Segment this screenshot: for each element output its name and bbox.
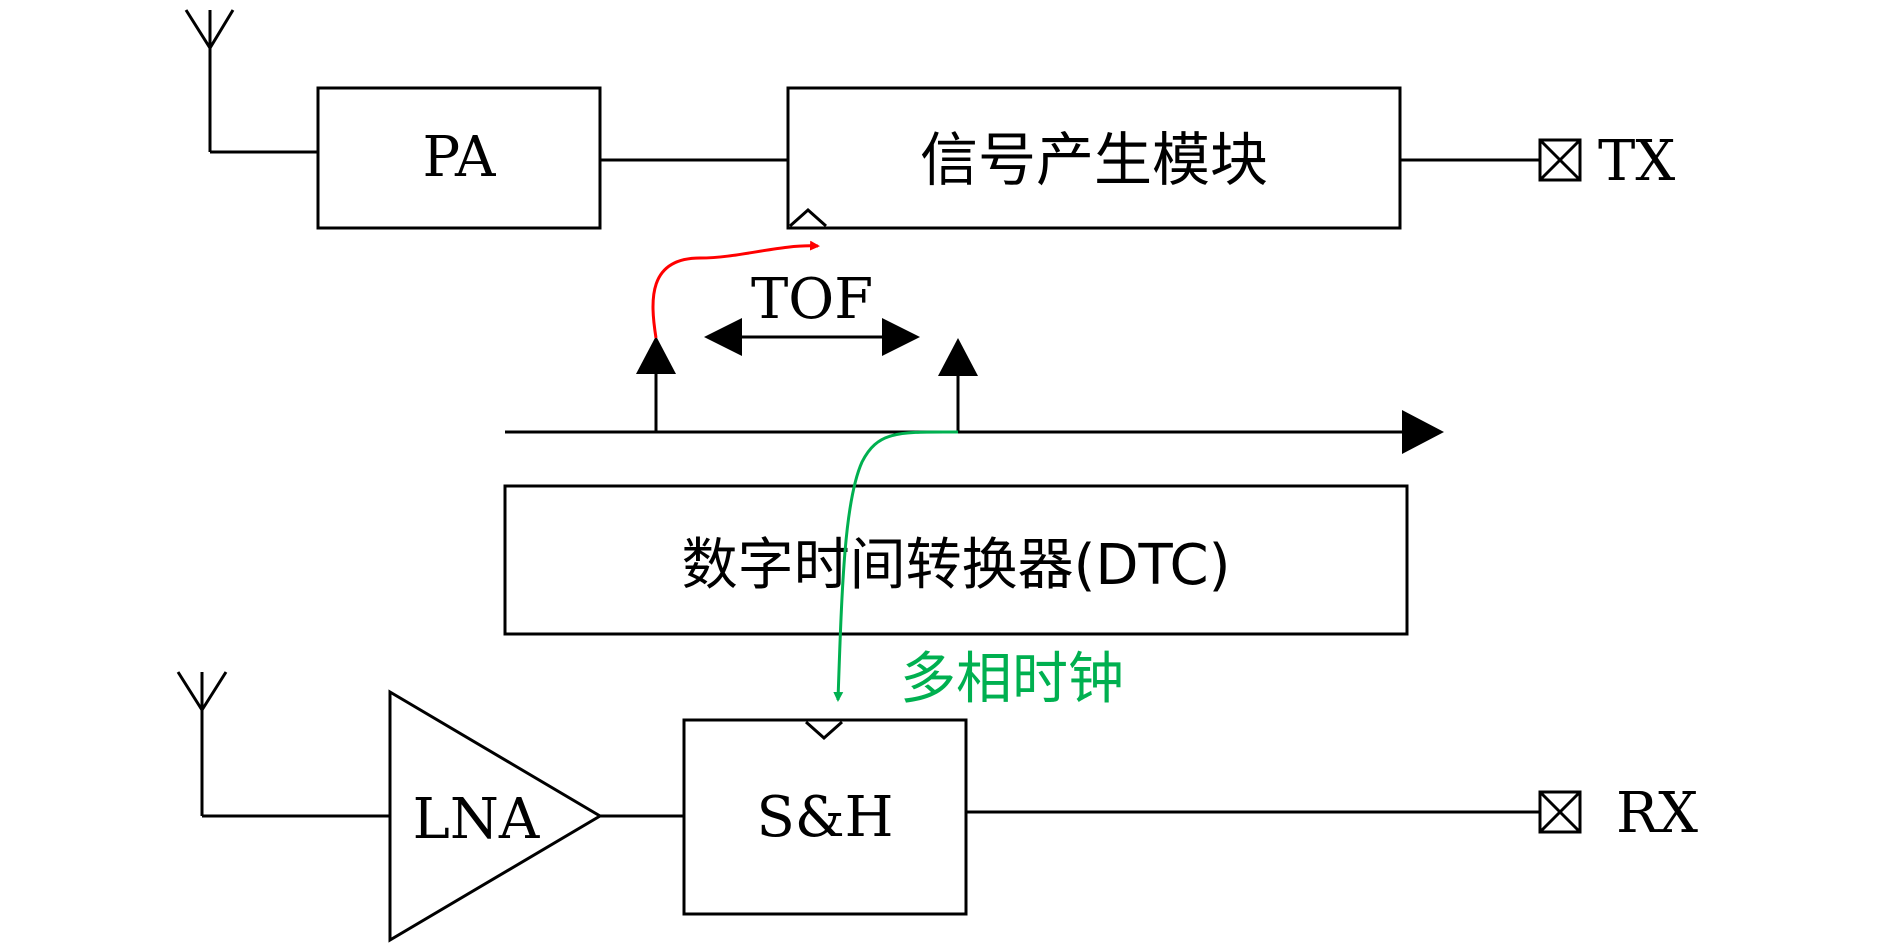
dtc-block: 数字时间转换器(DTC) [503,484,1409,636]
dtc-label: 数字时间转换器(DTC) [682,533,1231,598]
multiphase-clock-path-green [833,430,959,702]
rx-antenna-icon [176,671,390,818]
clock-input-triangle-icon [805,720,843,741]
tx-pulse-marker [636,336,676,432]
rx-pulse-marker [938,338,978,432]
rx-port-label: RX [1616,781,1698,846]
tx-port-terminal-icon [1538,138,1582,182]
pa-label: PA [423,125,497,190]
time-axis [505,410,1444,454]
signal-generator-block: 信号产生模块 [786,86,1402,230]
lna-label: LNA [413,787,540,852]
multiphase-clock-label: 多相时钟 [900,647,1124,712]
tx-antenna-icon [184,9,318,154]
sample-hold-label: S&H [756,785,893,850]
clock-input-triangle-icon [789,207,827,228]
tx-port-label: TX [1598,129,1675,194]
signal-generator-label: 信号产生模块 [920,126,1268,194]
lna-amplifier: LNA [388,689,603,943]
pa-block: PA [316,86,602,230]
tof-label: TOF [751,267,873,332]
trigger-path-red [651,240,820,339]
tof-interval-arrow [704,318,920,356]
rx-port-terminal-icon [1538,790,1582,834]
sample-hold-block: S&H [682,718,968,916]
